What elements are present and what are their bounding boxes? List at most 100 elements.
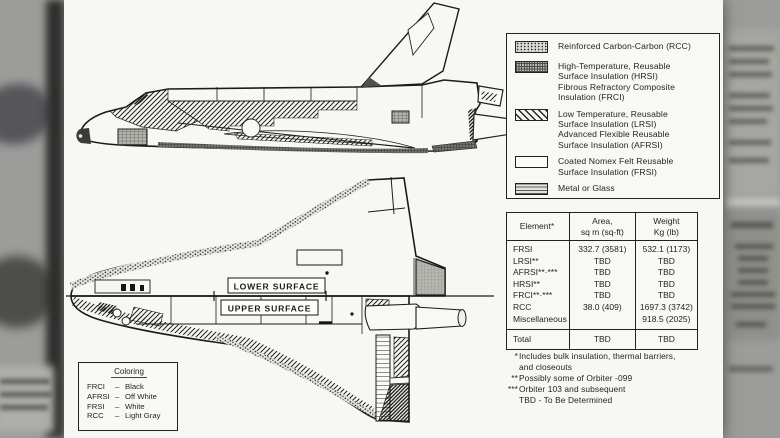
blur-left-table bbox=[0, 366, 54, 432]
coloring-name: Light Gray bbox=[125, 411, 161, 421]
elevon-gap-bar bbox=[389, 376, 410, 385]
rudder-panel bbox=[407, 12, 435, 57]
footnote-marker bbox=[501, 362, 518, 373]
cell-element: AFRSI**·*** bbox=[513, 267, 558, 278]
materials-legend: Reinforced Carbon-Carbon (RCC) High-Temp… bbox=[506, 33, 720, 199]
oms-pod-plan bbox=[364, 303, 423, 331]
coloring-title: Coloring bbox=[87, 367, 171, 378]
blur-bar bbox=[729, 72, 772, 77]
col-header-area: Area, sq m (sq-ft) bbox=[568, 212, 636, 241]
rcc-pebble-swatch bbox=[515, 41, 548, 53]
col-header-element: Element* bbox=[506, 212, 570, 241]
blur-bar bbox=[735, 244, 773, 249]
coloring-key: Coloring FRCI – Black AFRSI – Off White … bbox=[78, 362, 178, 431]
blur-bar bbox=[729, 366, 773, 372]
footnote-text: TBD - To Be Determined bbox=[519, 395, 613, 405]
payload-bay-door-seams bbox=[216, 85, 423, 118]
table-total-row: Total TBD TBD bbox=[506, 329, 698, 350]
table-row: AFRSI**·*** TBD TBD bbox=[507, 267, 698, 279]
coloring-abbr: FRCI bbox=[87, 382, 105, 391]
aft-umbilical-panel bbox=[391, 110, 410, 124]
legend-label: Surface Insulation (FRSI) bbox=[558, 166, 657, 177]
blur-bar bbox=[731, 292, 775, 297]
blur-bar bbox=[729, 59, 769, 64]
cell-total-weight: TBD bbox=[634, 329, 698, 350]
cell-total-area: TBD bbox=[568, 329, 636, 350]
legend-label: Reinforced Carbon-Carbon (RCC) bbox=[558, 41, 691, 51]
coloring-name: Black bbox=[125, 382, 144, 391]
cell-element: LRSI** bbox=[513, 255, 539, 266]
table-row: RCC 38.0 (409) 1697.3 (3742) bbox=[507, 301, 698, 314]
legend-label: Fibrous Refractory Composite bbox=[558, 81, 675, 92]
table-row: FRCI**·*** TBD TBD bbox=[507, 290, 698, 302]
rcc-leading-edge bbox=[69, 178, 371, 290]
cell-weight: TBD bbox=[634, 255, 698, 268]
cell-weight: 532.1 (1173) bbox=[634, 240, 698, 256]
wing-glove-fairing bbox=[241, 118, 261, 138]
cell-area: TBD bbox=[568, 267, 636, 279]
cell-area: TBD bbox=[568, 278, 636, 291]
legend-item-rcc: Reinforced Carbon-Carbon (RCC) bbox=[515, 41, 713, 53]
bay-end-ticks bbox=[213, 291, 327, 301]
blur-bar bbox=[731, 304, 775, 309]
metal-glass-swatch bbox=[515, 183, 548, 196]
legend-item-lrsi-afrsi: Low Temperature, Reusable Surface Insula… bbox=[515, 108, 713, 151]
footnote-text: and closeouts bbox=[519, 362, 572, 372]
rcs-port bbox=[112, 308, 122, 318]
tail-base-dark bbox=[362, 77, 382, 87]
lower-surface-label: LOWER SURFACE bbox=[234, 282, 320, 292]
outboard-elevon-hatch bbox=[378, 383, 410, 422]
body-flap-plan bbox=[415, 258, 446, 296]
lower-dark-band bbox=[158, 142, 428, 154]
blur-bar bbox=[729, 140, 771, 145]
cell-area bbox=[568, 313, 636, 330]
cell-element: FRCI**·*** bbox=[513, 290, 553, 301]
table-row: FRSI 332.7 (3581) 532.1 (1173) bbox=[507, 240, 698, 256]
nose-cap-rcc bbox=[76, 128, 91, 144]
coloring-abbr: RCC bbox=[87, 411, 104, 421]
side-fuselage bbox=[76, 79, 481, 154]
legend-label: Advanced Flexible Reusable bbox=[558, 129, 670, 140]
coloring-dash: – bbox=[115, 391, 120, 401]
wingtip-seams bbox=[367, 176, 406, 215]
nose-notch bbox=[78, 134, 83, 138]
frsi-white-swatch bbox=[515, 156, 548, 169]
tps-area-weight-table: Element* Area, sq m (sq-ft) Weight Kg (l… bbox=[506, 212, 698, 351]
blur-bar bbox=[736, 322, 766, 327]
cell-weight: TBD bbox=[634, 267, 698, 279]
nose-vent bbox=[140, 285, 144, 291]
upper-surface-label: UPPER SURFACE bbox=[228, 304, 311, 314]
scanned-figure-panel: LOWER SURFACE UPPER SURFACE Reinforced C… bbox=[64, 0, 723, 438]
body-flap-side bbox=[431, 140, 478, 153]
legend-label: High-Temperature, Reusable bbox=[558, 61, 671, 71]
oms-nozzle-hatch bbox=[481, 91, 497, 102]
table-footnotes: * Includes bulk insulation, thermal barr… bbox=[501, 351, 727, 406]
blur-bar bbox=[729, 93, 770, 98]
blur-right-legend bbox=[726, 30, 780, 198]
leading-edge-rcc-strip bbox=[215, 334, 380, 419]
cell-area: 332.7 (3581) bbox=[568, 240, 636, 256]
coloring-name: Off White bbox=[125, 391, 157, 401]
wing-root-hatch bbox=[233, 132, 373, 147]
footnote-text: Possibly some of Orbiter -099 bbox=[519, 373, 633, 383]
cell-area: TBD bbox=[568, 255, 636, 268]
cockpit-window bbox=[129, 95, 152, 105]
legend-item-frsi: Coated Nomex Felt Reusable Surface Insul… bbox=[515, 156, 713, 177]
blur-bar bbox=[738, 256, 768, 261]
blur-bar bbox=[729, 119, 767, 124]
legend-label: Surface Insulation (HRSI) bbox=[558, 71, 658, 82]
lower-surface-half bbox=[69, 176, 446, 297]
vertical-tail bbox=[361, 2, 460, 88]
legend-item-hrsi-frci: High-Temperature, Reusable Surface Insul… bbox=[515, 61, 713, 103]
legend-item-metal-glass: Metal or Glass bbox=[515, 183, 713, 196]
engine-nozzle-exit bbox=[457, 309, 467, 327]
inboard-elevon-hatch bbox=[393, 336, 410, 379]
table-row: Miscellaneous 918.5 (2025) bbox=[507, 313, 698, 330]
main-gear-door bbox=[296, 249, 343, 266]
cell-element: HRSI** bbox=[513, 278, 540, 289]
legend-label: Metal or Glass bbox=[558, 183, 615, 194]
coloring-row: RCC – Light Gray bbox=[87, 411, 171, 421]
aft-propulsion bbox=[431, 85, 516, 153]
cell-weight: 918.5 (2025) bbox=[634, 313, 698, 330]
orbiter-side-view bbox=[76, 2, 516, 154]
